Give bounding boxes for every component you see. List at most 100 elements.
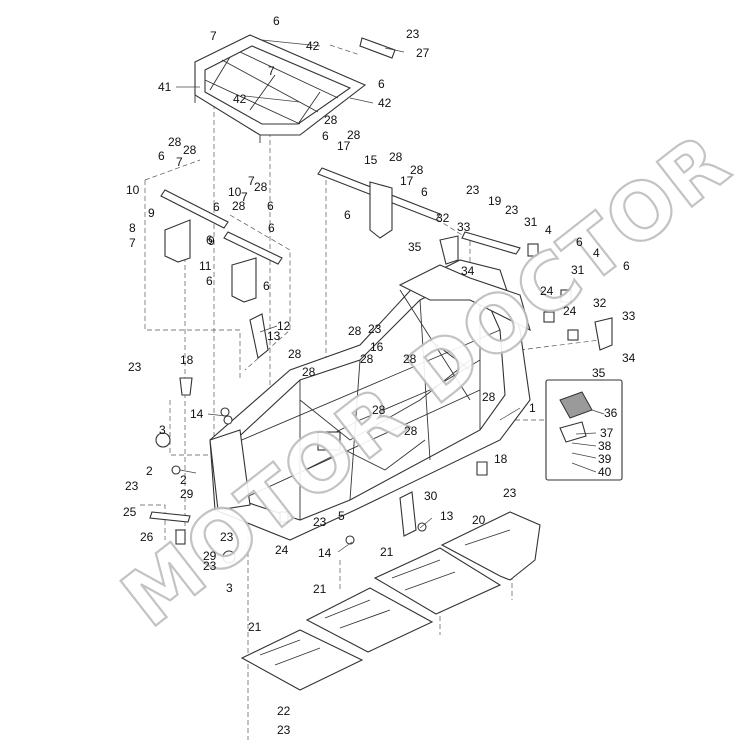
small-parts — [149, 231, 613, 564]
callout-28: 28 — [482, 390, 496, 404]
callout-12: 12 — [277, 319, 291, 333]
callout-4: 4 — [545, 223, 552, 237]
callout-28: 28 — [302, 365, 316, 379]
callout-6: 6 — [378, 77, 385, 91]
callout-38: 38 — [598, 439, 612, 453]
callout-21: 21 — [248, 620, 262, 634]
callout-2: 2 — [180, 473, 187, 487]
callout-23: 23 — [220, 530, 234, 544]
callout-23: 23 — [368, 322, 382, 336]
roof-rack — [194, 34, 367, 143]
callout-7: 7 — [268, 64, 275, 78]
callout-42: 42 — [378, 96, 392, 110]
callout-31: 31 — [524, 215, 538, 229]
callout-32: 32 — [436, 211, 450, 225]
callout-28: 28 — [348, 324, 362, 338]
callout-5: 5 — [338, 509, 345, 523]
callout-18: 18 — [180, 353, 194, 367]
callout-14: 14 — [190, 407, 204, 421]
callout-28: 28 — [360, 352, 374, 366]
callout-42: 42 — [233, 92, 247, 106]
callout-40: 40 — [598, 465, 612, 479]
callout-21: 21 — [313, 582, 327, 596]
callout-10: 10 — [126, 183, 140, 197]
callout-23: 23 — [277, 723, 291, 737]
callout-35: 35 — [408, 240, 422, 254]
callout-8: 8 — [129, 221, 136, 235]
callout-25: 25 — [123, 505, 137, 519]
callout-26: 26 — [140, 530, 154, 544]
callout-28: 28 — [389, 150, 403, 164]
callout-28: 28 — [404, 424, 418, 438]
callout-28: 28 — [403, 352, 417, 366]
callout-11: 11 — [199, 259, 212, 273]
callout-7: 7 — [176, 155, 183, 169]
callout-6: 6 — [344, 208, 351, 222]
callout-28: 28 — [232, 199, 246, 213]
callout-3: 3 — [159, 423, 166, 437]
callout-28: 28 — [288, 347, 302, 361]
callout-29: 29 — [180, 487, 194, 501]
module-36-40 — [545, 379, 623, 481]
callout-28: 28 — [168, 135, 182, 149]
bracket-27 — [359, 37, 396, 59]
callout-17: 17 — [400, 174, 414, 188]
callout-10: 10 — [228, 185, 242, 199]
callout-34: 34 — [622, 351, 636, 365]
callout-39: 39 — [598, 452, 612, 466]
callout-7: 7 — [129, 236, 136, 250]
callout-30: 30 — [424, 489, 438, 503]
callout-23: 23 — [128, 360, 142, 374]
callout-17: 17 — [337, 139, 351, 153]
callout-24: 24 — [563, 304, 577, 318]
callout-28: 28 — [410, 163, 424, 177]
callout-27: 27 — [416, 46, 430, 60]
callout-23: 23 — [406, 27, 420, 41]
callout-24: 24 — [275, 543, 289, 557]
callout-6: 6 — [576, 235, 583, 249]
callout-13: 13 — [440, 509, 454, 523]
callout-3: 3 — [226, 581, 233, 595]
callout-23: 23 — [203, 559, 217, 573]
callout-23: 23 — [503, 486, 517, 500]
callout-37: 37 — [600, 426, 614, 440]
callout-28: 28 — [372, 403, 386, 417]
callout-6: 6 — [267, 199, 274, 213]
callout-36: 36 — [604, 406, 618, 420]
callout-6: 6 — [421, 185, 428, 199]
main-frame — [209, 259, 531, 541]
callout-42: 42 — [306, 39, 320, 53]
cross-brackets — [160, 167, 441, 537]
callout-23: 23 — [505, 203, 519, 217]
callout-32: 32 — [593, 296, 607, 310]
callout-9: 9 — [148, 206, 155, 220]
callout-28: 28 — [347, 128, 361, 142]
skid-plates — [240, 511, 541, 691]
callout-4: 4 — [593, 246, 600, 260]
callout-1: 1 — [529, 401, 536, 415]
callout-29: 29 — [203, 549, 217, 563]
callout-21: 21 — [380, 545, 394, 559]
callout-19: 19 — [488, 194, 502, 208]
callout-34: 34 — [461, 264, 475, 278]
callout-6: 6 — [623, 259, 630, 273]
callout-6: 6 — [206, 274, 213, 288]
callout-18: 18 — [494, 452, 508, 466]
callout-31: 31 — [571, 263, 585, 277]
callout-7: 7 — [248, 174, 255, 188]
callout-23: 23 — [313, 515, 327, 529]
callout-7: 7 — [210, 29, 217, 43]
callout-41: 41 — [158, 80, 172, 94]
leader-lines — [176, 39, 605, 553]
callout-28: 28 — [254, 180, 268, 194]
callout-7: 7 — [241, 190, 248, 204]
callout-9: 9 — [208, 234, 215, 248]
callout-24: 24 — [540, 284, 554, 298]
callout-6: 6 — [263, 279, 270, 293]
callout-6: 6 — [322, 129, 329, 143]
callout-2: 2 — [146, 464, 153, 478]
callout-6: 6 — [206, 233, 213, 247]
callout-16: 16 — [370, 340, 384, 354]
callout-6: 6 — [273, 14, 280, 28]
